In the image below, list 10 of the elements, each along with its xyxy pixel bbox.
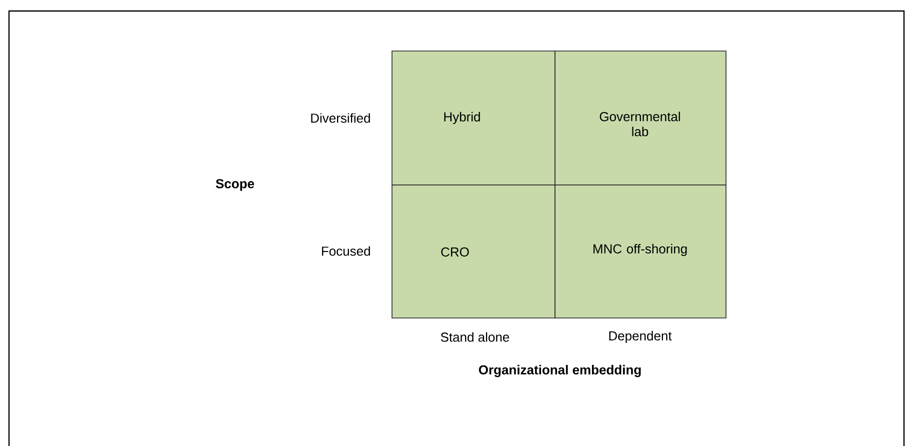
axis-label: Diversified [311,113,370,123]
axis-label: Dependent [609,330,672,344]
matrix-cell: CRO [392,184,556,318]
axis-label: Focused [322,246,370,256]
axis-title: Organizational embedding [478,364,641,378]
axis-label: Stand alone [440,332,510,342]
matrix-cell: Governmental lab [554,50,726,186]
matrix-cell: Hybrid [392,50,556,186]
axis-title: Scope [216,179,254,191]
matrix-cell: MNC off-shoring [554,184,726,318]
